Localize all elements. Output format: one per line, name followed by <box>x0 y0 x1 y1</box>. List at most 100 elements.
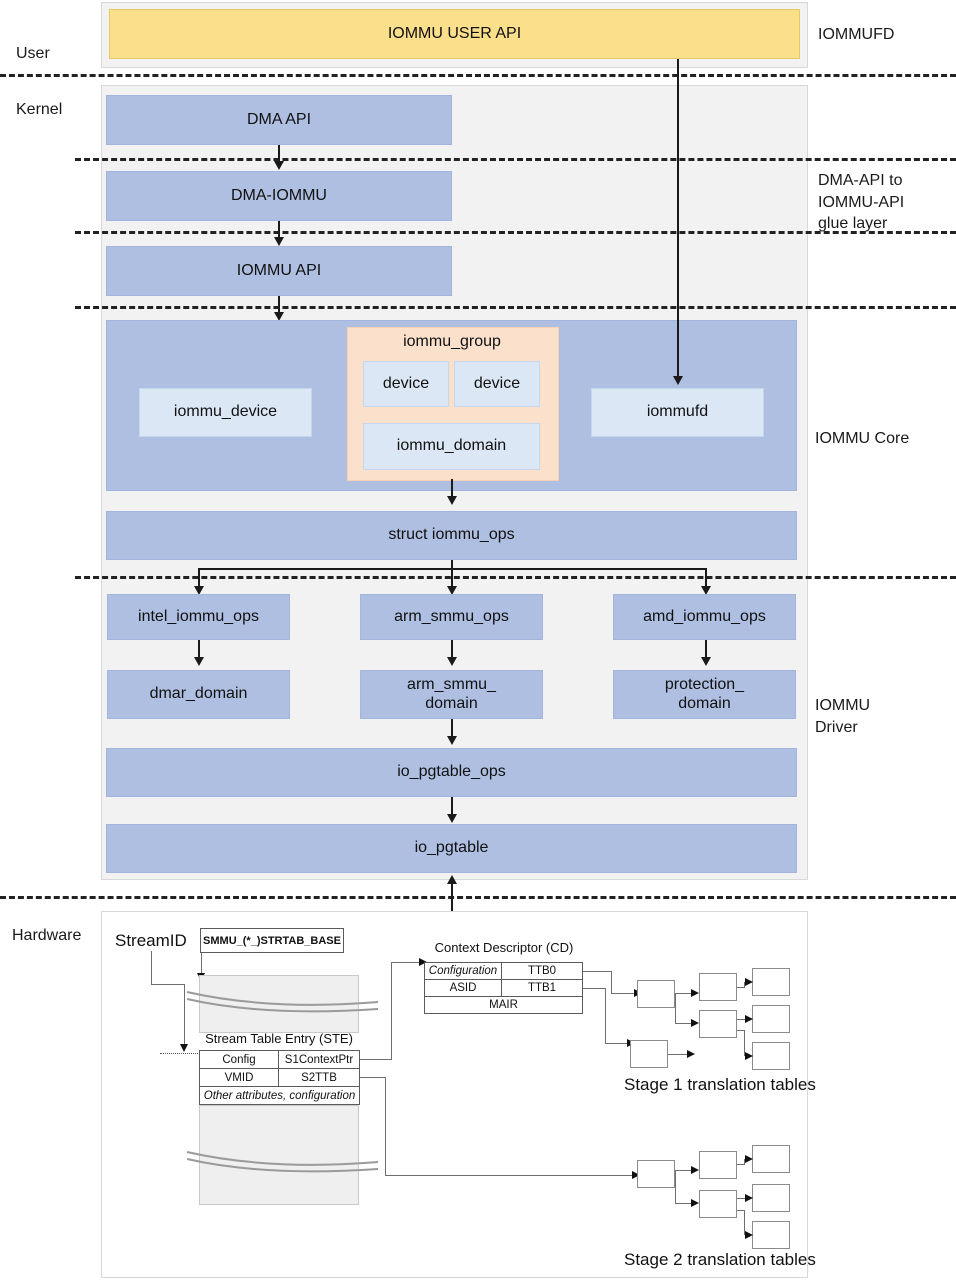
stage1-ah-l2b <box>691 1019 699 1027</box>
io-pgtable-ops-box[interactable]: io_pgtable_ops <box>106 748 797 797</box>
zone-label-iommu-core: IOMMU Core <box>815 430 910 447</box>
stage2-ah-l3b <box>745 1194 753 1202</box>
arm-smmu-domain-label-line1: arm_smmu_ <box>407 676 496 694</box>
iommu-domain-box[interactable]: iommu_domain <box>363 423 540 470</box>
arm-smmu-domain-label-line2: domain <box>425 694 478 712</box>
protection-domain-box[interactable]: protection_ domain <box>613 670 796 719</box>
streamid-dotted-connector <box>160 1053 200 1054</box>
stage2-ah-l2b <box>691 1199 699 1207</box>
arrow-iommu-api-to-core-line <box>278 296 280 313</box>
arrow-pgtable-ops-to-pgtable-head <box>447 814 457 823</box>
stage2-conn-l2b-to-l3b <box>737 1198 747 1199</box>
smmu-strtab-base-register: SMMU_(*_)STRTAB_BASE <box>200 928 344 953</box>
streamid-down-line-1 <box>151 951 152 984</box>
ste-cell-s2ttb: S2TTB <box>278 1068 360 1087</box>
stage2-node-l3b <box>752 1184 790 1212</box>
stage2-ah-l3a <box>745 1155 753 1163</box>
stage1-node-l3b <box>752 1005 790 1033</box>
io-pgtable-box[interactable]: io_pgtable <box>106 824 797 873</box>
branch-mid-head <box>447 586 457 595</box>
arrow-arm-ops-to-domain-line <box>451 640 453 658</box>
stage2-node-l2a <box>699 1151 737 1179</box>
arrow-amd-ops-to-domain-head <box>701 657 711 666</box>
zone-label-iommufd: IOMMUFD <box>818 26 895 43</box>
zone-label-iommu-driver: IOMMU Driver <box>815 695 935 738</box>
branch-right-head <box>701 586 711 595</box>
arrow-dma-api-to-dma-iommu-head <box>274 161 284 170</box>
iommu-device-box[interactable]: iommu_device <box>139 388 312 437</box>
stage2-conn-l1-to-l2b <box>675 1203 693 1204</box>
iommu-user-api-box[interactable]: IOMMU USER API <box>109 9 800 59</box>
arrow-hardware-to-pgtable-head <box>447 875 457 884</box>
stage1-ah-l3c <box>745 1052 753 1060</box>
cd-cell-configuration: Configuration <box>424 962 502 980</box>
s1contextptr-arrowhead <box>419 958 427 966</box>
stage1-conn-l1-to-l2a <box>675 993 693 994</box>
stage1-conn-l2a-up <box>744 982 745 988</box>
arrow-iommu-api-to-core-head <box>274 312 284 321</box>
arm-smmu-domain-box[interactable]: arm_smmu_ domain <box>360 670 543 719</box>
ttb0-line-h2 <box>611 993 635 994</box>
separator-glue-bottom <box>75 231 956 234</box>
ste-body-lower <box>199 1105 359 1205</box>
ste-cell-config: Config <box>199 1050 279 1069</box>
stage2-node-l1 <box>637 1160 675 1188</box>
arrow-user-api-to-iommufd-line <box>677 59 679 377</box>
stage1-node-l1b <box>630 1040 668 1068</box>
stage1-conn-l2b-to-l3b <box>737 1019 747 1020</box>
s2ttb-arrowhead <box>632 1171 640 1179</box>
ste-cell-vmid: VMID <box>199 1068 279 1087</box>
iommu-api-box[interactable]: IOMMU API <box>106 246 452 296</box>
branch-mid-drop <box>451 568 453 588</box>
separator-core-driver <box>75 576 956 579</box>
stage2-node-l2b <box>699 1190 737 1218</box>
driver-label-line1: IOMMU <box>815 697 871 714</box>
cd-title: Context Descriptor (CD) <box>434 940 574 955</box>
cd-cell-ttb0: TTB0 <box>501 962 583 980</box>
s2ttb-line-h2 <box>385 1175 633 1176</box>
ttb1-line-h2 <box>605 1043 628 1044</box>
dma-api-box[interactable]: DMA API <box>106 95 452 145</box>
ste-cell-other-attributes: Other attributes, configuration <box>199 1086 360 1105</box>
separator-kernel-hardware <box>0 896 956 899</box>
stage1-ah-l3a <box>745 978 753 986</box>
zone-label-glue-layer: DMA-API to IOMMU-API glue layer <box>818 170 948 235</box>
stage2-conn-l2a-up <box>744 1159 745 1165</box>
device-box-1[interactable]: device <box>363 361 449 407</box>
arm-smmu-ops-box[interactable]: arm_smmu_ops <box>360 594 543 640</box>
arrow-user-api-to-iommufd-head <box>673 376 683 385</box>
branch-left-drop <box>198 568 200 588</box>
arrow-dma-api-to-dma-iommu-line <box>278 145 280 162</box>
struct-iommu-ops-box[interactable]: struct iommu_ops <box>106 511 797 560</box>
s1contextptr-line-h1 <box>360 1059 392 1060</box>
stage2-node-l3c <box>752 1221 790 1249</box>
stage1-ah-l3b <box>745 1015 753 1023</box>
stage1-conn-l2b-down <box>744 1030 745 1056</box>
ste-cell-s1contextptr: S1ContextPtr <box>278 1050 360 1069</box>
ste-title: Stream Table Entry (STE) <box>205 1031 353 1046</box>
stage1-node-l3c <box>752 1042 790 1070</box>
streamid-arrowhead <box>180 1044 188 1052</box>
zone-label-kernel: Kernel <box>16 101 63 118</box>
separator-user-kernel <box>0 74 956 77</box>
stage1-node-l3a <box>752 968 790 996</box>
stage1-conn-l2b-down-h <box>737 1030 745 1031</box>
separator-iommu-api <box>75 306 956 309</box>
glue-label-line3: glue layer <box>818 215 888 233</box>
intel-iommu-ops-box[interactable]: intel_iommu_ops <box>107 594 290 640</box>
dma-iommu-box[interactable]: DMA-IOMMU <box>106 171 452 221</box>
glue-label-line1: DMA-API to <box>818 172 903 189</box>
ttb1-line-v <box>605 988 606 1044</box>
stage1-conn-l1b-out <box>668 1054 688 1055</box>
iommufd-box[interactable]: iommufd <box>591 388 764 437</box>
stage2-conn-l1-down <box>675 1170 676 1203</box>
stage2-conn-l2b-down <box>744 1210 745 1235</box>
dmar-domain-box[interactable]: dmar_domain <box>107 670 290 719</box>
device-box-2[interactable]: device <box>454 361 540 407</box>
arrow-dma-iommu-to-iommu-api-head <box>274 237 284 246</box>
ttb1-line-h1 <box>583 988 606 989</box>
amd-iommu-ops-box[interactable]: amd_iommu_ops <box>613 594 796 640</box>
stage1-node-l1 <box>637 980 675 1008</box>
strtab-base-down-line <box>201 953 202 975</box>
stage1-ah-l2a <box>691 989 699 997</box>
